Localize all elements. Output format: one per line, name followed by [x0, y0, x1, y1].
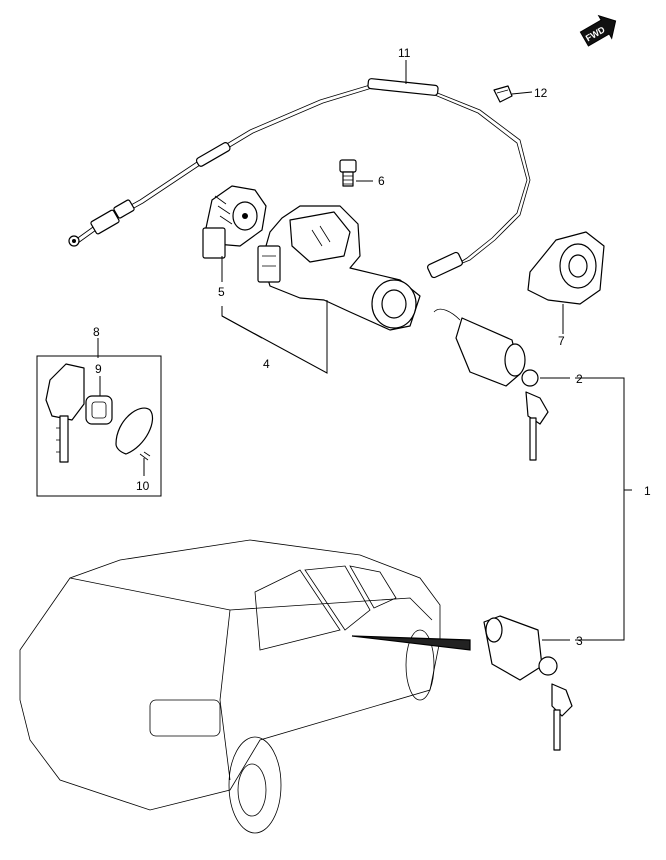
callout-10: 10 — [136, 479, 150, 493]
ring-bracket-part-7 — [527, 231, 605, 305]
callout-6: 6 — [378, 174, 385, 188]
steering-lock-part-4 — [257, 205, 421, 331]
callout-12: 12 — [534, 86, 548, 100]
vehicle-outline — [19, 539, 471, 834]
callout-8: 8 — [93, 325, 100, 339]
key-cylinder-part-2 — [433, 308, 549, 461]
callout-4: 4 — [263, 357, 270, 371]
callout-11: 11 — [398, 46, 411, 60]
callout-5: 5 — [218, 285, 225, 299]
callout-1: 1 — [644, 484, 651, 498]
callout-labels: 11 12 6 5 4 7 2 1 3 8 9 10 — [93, 46, 651, 648]
cable-assembly — [68, 78, 531, 279]
callout-2: 2 — [576, 372, 583, 386]
bolt-part-6 — [339, 159, 357, 187]
fwd-arrow-icon: FWD — [579, 14, 617, 47]
callout-3: 3 — [576, 634, 583, 648]
callout-9: 9 — [95, 362, 102, 376]
clip-part-12 — [493, 85, 513, 103]
door-lock-part-3 — [483, 615, 573, 751]
key-set-box — [36, 355, 162, 497]
callout-7: 7 — [558, 334, 565, 348]
leader-lines — [97, 60, 632, 641]
ignition-switch-part-5 — [202, 185, 267, 259]
